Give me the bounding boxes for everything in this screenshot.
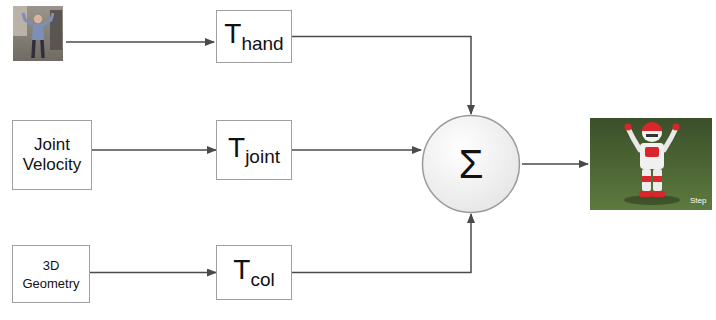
person-photo [13,6,63,61]
subscript: col [250,269,274,290]
text-group: Thand [224,18,283,54]
node-text: 3D Geometry [22,258,79,291]
input-arrow [66,41,214,43]
connector-arrow [292,149,421,151]
robot-image [590,118,712,210]
sum-circle: Σ [421,114,521,214]
connector-arrow [90,272,216,274]
transform-box: Thand [216,10,292,63]
connector-arrow [292,37,471,115]
subscript: joint [245,146,280,167]
node-text: Joint Velocity [23,135,82,174]
output-arrow [522,163,588,165]
input-box: 3D Geometry [12,245,90,303]
node-text: T [228,132,245,163]
input-box: Joint Velocity [12,120,92,190]
text-group: Σ [459,141,484,187]
node-text: T [233,254,250,285]
connector-arrow [92,149,216,151]
text-group: Joint Velocity [17,135,87,174]
node-text: Σ [459,142,484,186]
connector-arrow [292,214,471,273]
text-group: 3D Geometry [17,256,85,293]
transform-box: Tcol [216,245,292,300]
transform-box: Tjoint [216,120,292,180]
node-text: T [224,18,241,49]
image-caption: Step [690,196,706,205]
text-group: Tjoint [228,132,280,168]
subscript: hand [241,33,283,54]
text-group: Tcol [233,254,274,290]
